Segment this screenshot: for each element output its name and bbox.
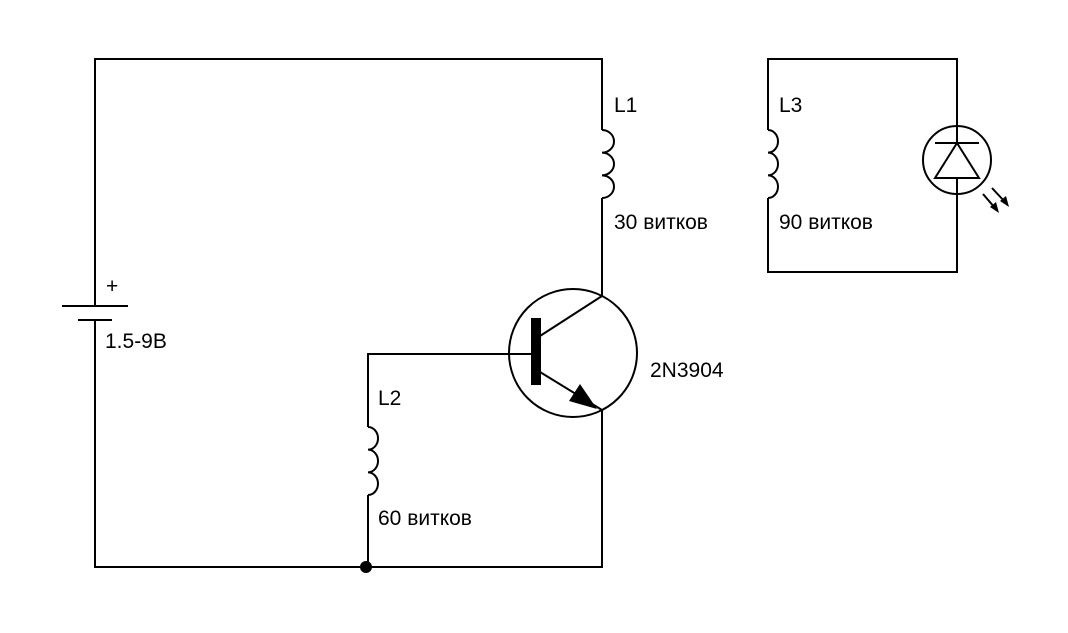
inductor-l3: [767, 129, 779, 199]
junction-dot: [360, 561, 372, 573]
battery-plus-label: +: [106, 275, 118, 298]
transistor-symbol: [508, 288, 638, 418]
inductor-l2: [367, 426, 379, 496]
wire-l2-to-base: [367, 353, 536, 427]
led-symbol: [922, 125, 1009, 213]
l2-turns-label: 60 витков: [378, 507, 472, 530]
main-circuit-wires: [94, 58, 603, 573]
battery-voltage-label: 1.5-9В: [105, 330, 167, 353]
wire-battery-bottom-to-emitter: [94, 320, 603, 568]
emitter-arrow-icon: [569, 384, 597, 409]
l1-turns-label: 30 витков: [614, 211, 708, 234]
transistor-collector-lead: [539, 295, 603, 337]
transistor-envelope: [508, 288, 638, 418]
transistor-model-label: 2N3904: [650, 359, 724, 382]
l3-name-label: L3: [779, 94, 802, 117]
l1-name-label: L1: [614, 94, 637, 117]
l3-turns-label: 90 витков: [779, 211, 873, 234]
wire-l3-loop-bottom: [767, 194, 958, 273]
inductor-l1: [601, 129, 615, 199]
led-diode-triangle: [933, 141, 981, 179]
wire-battery-top-to-l1: [94, 58, 603, 306]
light-emission-arrows-icon: [982, 187, 1009, 213]
wire-l3-loop: [767, 58, 958, 130]
l2-name-label: L2: [378, 387, 401, 410]
battery-symbol: [62, 305, 128, 321]
